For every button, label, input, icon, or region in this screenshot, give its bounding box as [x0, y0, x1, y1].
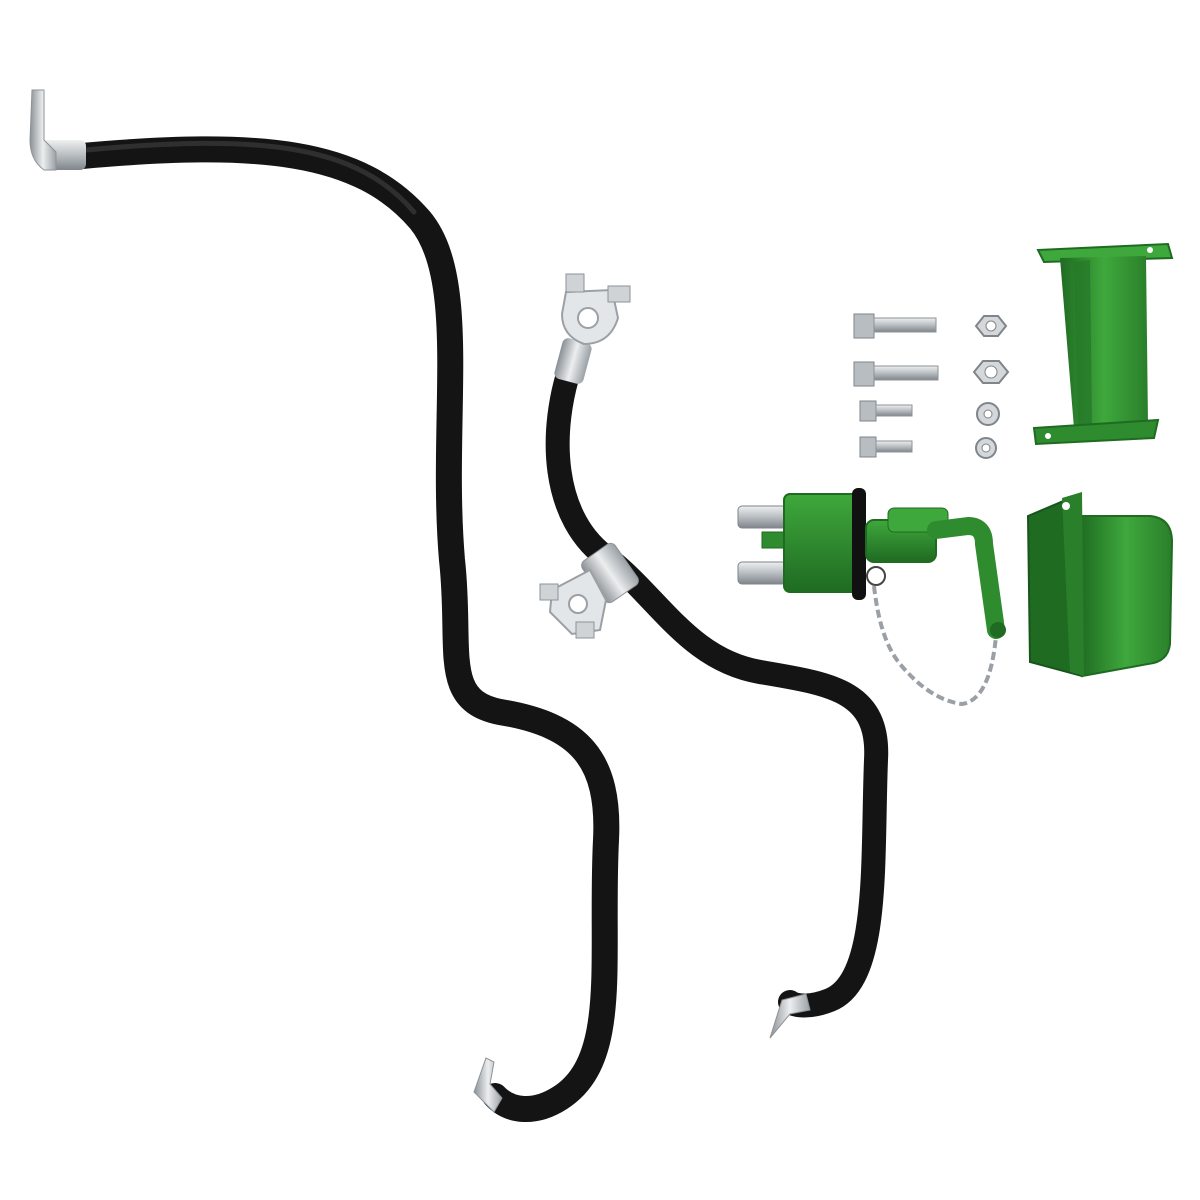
bolt-icon — [859, 400, 913, 422]
terminal-lug — [473, 1057, 503, 1113]
nut-icon — [972, 360, 1010, 384]
disconnect-switch-with-key — [737, 488, 1006, 707]
nuts-and-washers — [972, 315, 1010, 459]
terminal-lug — [769, 993, 811, 1039]
nut-icon — [974, 315, 1008, 337]
mounting-bracket — [1032, 242, 1174, 446]
cable-ferrule — [554, 338, 592, 384]
long-battery-cable — [29, 89, 620, 1123]
switch-cover — [1026, 492, 1174, 678]
bolt-icon — [853, 361, 939, 387]
washer-icon — [975, 437, 997, 459]
hex-bolts — [853, 313, 939, 458]
battery-clamp-cable — [539, 273, 889, 1039]
terminal-lug — [29, 89, 57, 171]
bolt-icon — [853, 313, 937, 339]
washer-icon — [976, 402, 1000, 426]
key-handle — [927, 517, 1005, 639]
bolt-icon — [859, 436, 913, 458]
key-chain — [872, 585, 998, 707]
